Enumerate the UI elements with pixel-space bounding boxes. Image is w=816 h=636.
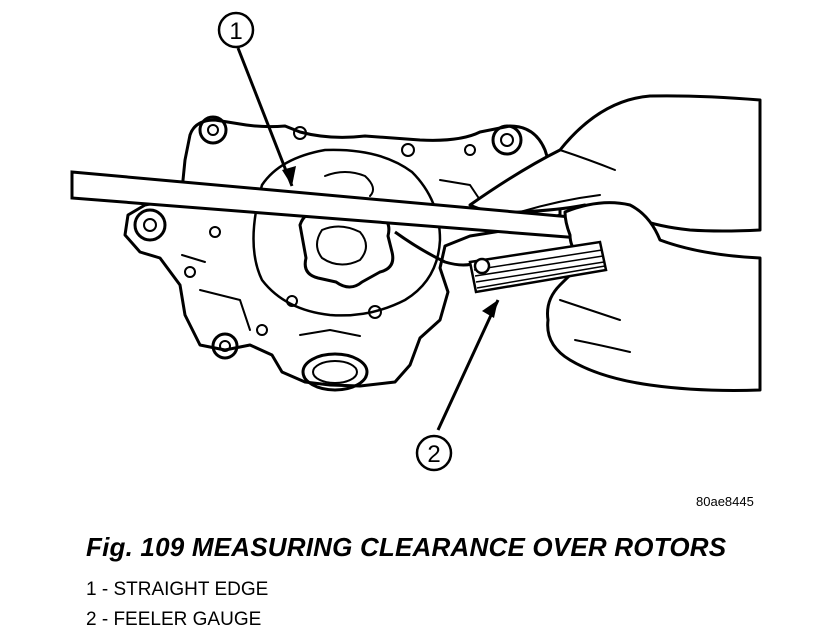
figure-caption: Fig. 109 MEASURING CLEARANCE OVER ROTORS — [86, 532, 727, 562]
legend-item-straight-edge: 1 - STRAIGHT EDGE — [86, 579, 269, 600]
boss-top-left — [198, 115, 228, 145]
boss-bottom — [211, 332, 239, 360]
pump-illustration: 1 2 — [70, 11, 762, 472]
callout-1: 1 — [217, 11, 255, 49]
hand-upper — [468, 94, 762, 233]
legend-item-feeler-gauge: 2 - FEELER GAUGE — [86, 609, 262, 630]
outlet-port — [301, 352, 369, 392]
callout-2-leader — [436, 299, 500, 431]
callout-2-number: 2 — [427, 441, 440, 468]
boss-top-right — [491, 124, 523, 156]
callout-2: 2 — [415, 434, 453, 472]
pump-housing — [123, 118, 562, 388]
boss-left — [133, 208, 167, 242]
callout-1-number: 1 — [229, 18, 242, 45]
image-id: 80ae8445 — [696, 494, 754, 509]
feeler-gauge — [468, 240, 608, 294]
callout-1-leader — [236, 47, 294, 187]
